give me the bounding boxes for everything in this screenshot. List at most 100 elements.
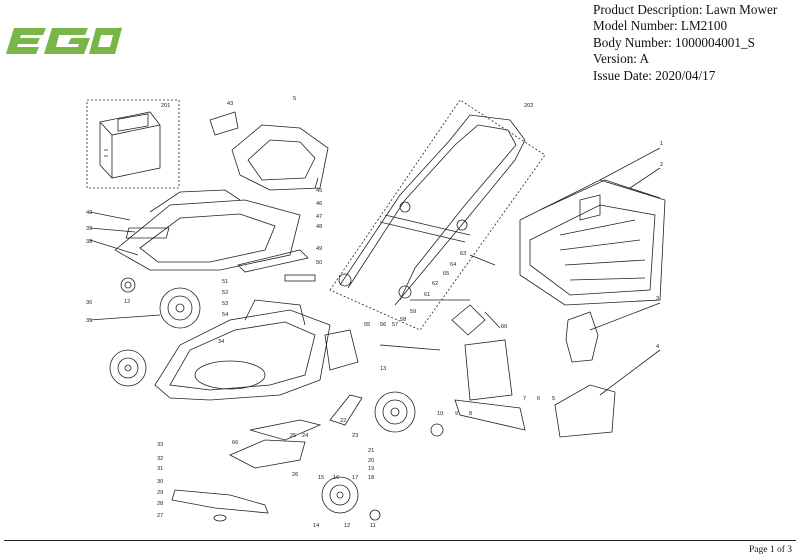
height-lever [329,394,363,426]
callout-35: 35 [86,318,92,324]
callout-10: 10 [437,411,443,417]
cover-trim [237,249,309,273]
handle-knob [451,304,486,336]
mulch-plug [565,311,599,363]
callout-36: 36 [86,300,92,306]
grass-catcher [519,179,666,306]
wheel-cap-small [369,509,381,521]
callout-28: 28 [157,501,163,507]
callout-24: 24 [302,433,308,439]
callout-48: 48 [316,224,322,230]
callout-15: 15 [318,475,324,481]
rear-axle [284,274,316,282]
issue-date: Issue Date: 2020/04/17 [593,67,716,83]
battery-group-outline [86,99,180,189]
callout-39: 39 [86,226,92,232]
blade [171,489,269,514]
callout-12a: 12 [124,299,130,305]
callout-30: 30 [157,479,163,485]
front-wheel-bottom [321,476,359,514]
body-number: Body Number: 1000004001_S [593,34,755,50]
callout-63a: 63 [460,251,466,257]
rear-guard [454,399,526,431]
rear-flap [554,384,616,438]
product-description: Product Description: Lawn Mower [593,2,778,17]
callout-1: 1 [660,141,663,147]
callout-66: 66 [232,440,238,446]
callout-9: 9 [455,411,458,417]
battery-pack [99,111,161,179]
callout-57: 57 [392,322,398,328]
callout-26: 26 [292,472,298,478]
front-skirt [229,439,306,469]
callout-60: 60 [501,324,507,330]
callout-31: 31 [157,466,163,472]
callout-13: 13 [380,366,386,372]
top-cover [114,199,301,271]
side-bracket [324,329,359,371]
side-trim [249,419,322,441]
callout-202: 202 [524,103,533,109]
handle-group-outline [329,99,546,331]
footer-rule [4,540,796,541]
callout-50: 50 [316,260,322,266]
callout-6: 6 [537,396,540,402]
callout-18: 18 [368,475,374,481]
handle-assembly [338,114,526,306]
svg-text:™: ™ [118,26,122,31]
callout-40: 40 [86,210,92,216]
callout-27: 27 [157,513,163,519]
callout-23: 23 [352,433,358,439]
callout-56: 56 [380,322,386,328]
rear-wheel-upper [159,287,201,329]
callout-33: 33 [157,442,163,448]
wheel-cap [430,423,444,437]
callout-52: 52 [222,290,228,296]
callout-14: 14 [313,523,319,529]
callout-55: 55 [364,322,370,328]
mower-deck [154,299,331,401]
callout-2: 2 [660,162,663,168]
cover-rail [149,189,241,213]
callout-34: 34 [218,339,224,345]
callout-201: 201 [161,103,170,109]
callout-25: 25 [290,433,296,439]
callout-49: 49 [316,246,322,252]
page-number: Page 1 of 3 [748,545,792,555]
callout-3: 3 [656,296,659,302]
callout-62: 62 [432,281,438,287]
callout-8: 8 [469,411,472,417]
model-number: Model Number: LM2100 [593,18,728,34]
callout-20: 20 [368,458,374,464]
callout-19: 19 [368,466,374,472]
callout-5b: 5 [552,396,555,402]
callout-46: 46 [316,201,322,207]
product-info: Product Description: Lawn Mower Model Nu… [593,2,777,84]
callout-22: 22 [340,418,346,424]
callout-58: 58 [400,317,406,323]
callout-11: 11 [370,523,376,529]
rear-wheel-right [374,391,416,433]
callout-5a: 5 [293,96,296,102]
shaft [379,344,441,351]
key-bracket [209,111,239,136]
callout-38: 38 [86,239,92,245]
callout-51: 51 [222,279,228,285]
callout-16: 16 [333,475,339,481]
rear-door [464,339,513,401]
rear-shroud [231,124,329,191]
callout-53: 53 [222,301,228,307]
ego-logo: ™ [6,22,126,58]
callout-61: 61 [424,292,430,298]
callout-7: 7 [523,396,526,402]
callout-43: 43 [227,101,233,107]
callout-54: 54 [222,312,228,318]
callout-17: 17 [352,475,358,481]
callout-47: 47 [316,214,322,220]
callout-45: 45 [316,188,322,194]
bolt-rod [469,254,496,266]
callout-29: 29 [157,490,163,496]
callout-65: 65 [443,271,449,277]
blade-bolt [213,514,227,522]
